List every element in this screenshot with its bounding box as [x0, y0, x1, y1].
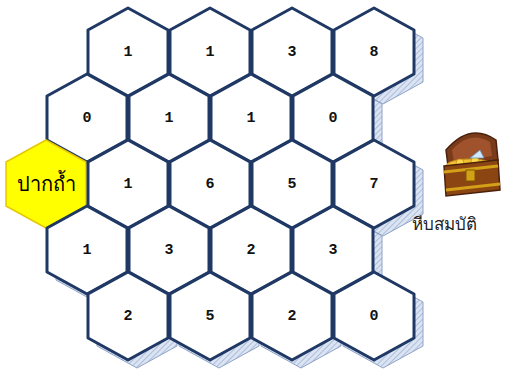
cell-number: 1	[164, 111, 173, 126]
number-hex: 2	[88, 272, 168, 360]
cell-number: 7	[369, 177, 378, 192]
cell-number: 2	[287, 309, 296, 324]
cell-number: 3	[164, 243, 173, 258]
treasure-chest	[444, 133, 500, 196]
cell-number: 5	[287, 177, 296, 192]
cell-number: 1	[205, 45, 214, 60]
number-hex: 2	[252, 272, 332, 360]
cell-number: 0	[369, 309, 378, 324]
cell-number: 0	[328, 111, 337, 126]
treasure-label: หีบสมบัติ	[412, 214, 477, 234]
cell-number: 1	[123, 45, 132, 60]
hex-shape	[170, 272, 250, 360]
cell-number: 1	[123, 177, 132, 192]
cell-number: 3	[328, 243, 337, 258]
cell-number: 5	[205, 309, 214, 324]
number-hex: 5	[170, 272, 250, 360]
cell-number: 8	[369, 45, 378, 60]
cell-number: 2	[246, 243, 255, 258]
cell-number: 6	[205, 177, 214, 192]
cell-number: 1	[82, 243, 91, 258]
cell-number: 2	[123, 309, 132, 324]
hex-shape	[88, 272, 168, 360]
cell-number: 3	[287, 45, 296, 60]
cave-label: ปากถ้ำ	[17, 173, 76, 195]
hex-shape	[334, 272, 414, 360]
hex-shape	[252, 272, 332, 360]
cell-number: 0	[82, 111, 91, 126]
number-hex: 0	[334, 272, 414, 360]
cell-number: 1	[246, 111, 255, 126]
